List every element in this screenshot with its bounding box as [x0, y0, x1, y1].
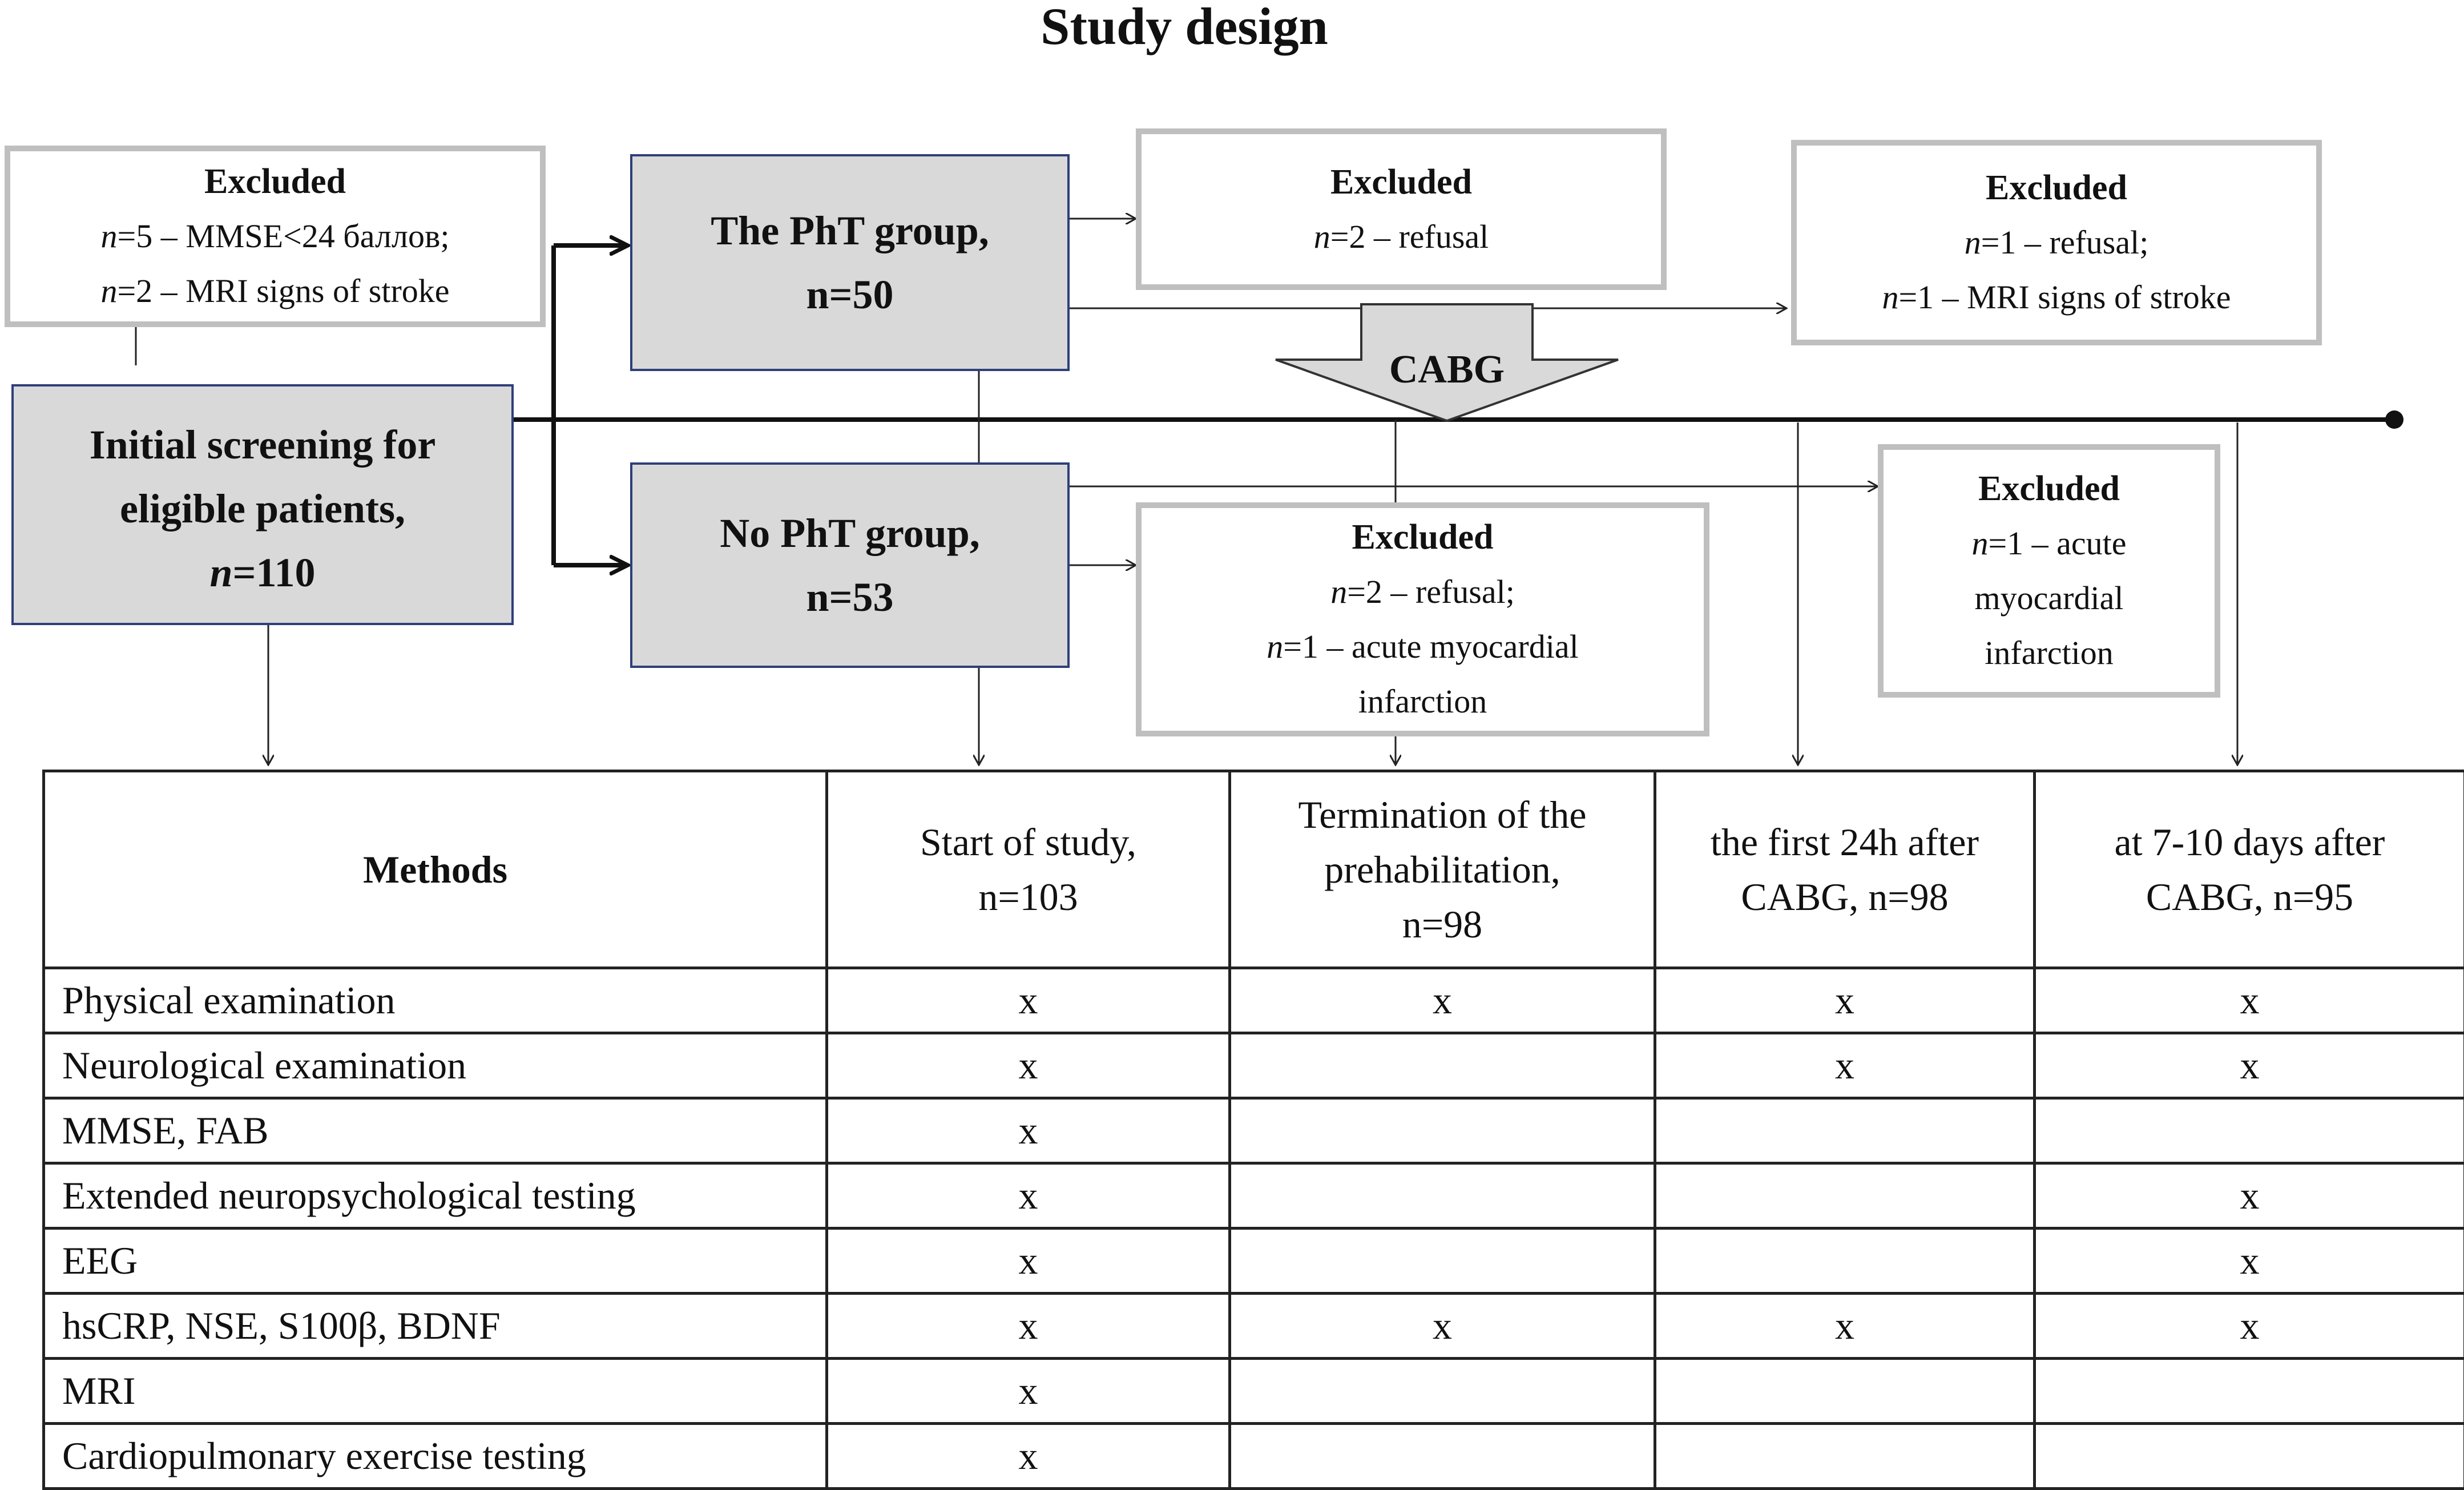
mark-cell	[2035, 1359, 2464, 1424]
excluded-screening-box: Excluded n=5 – MMSE<24 баллов; n=2 – MRI…	[5, 146, 546, 327]
table-row: MRI x	[44, 1359, 2464, 1424]
mark-cell: x	[827, 968, 1230, 1033]
table-row: Cardiopulmonary exercise testing x	[44, 1424, 2464, 1489]
timeline-end-dot	[2385, 410, 2403, 429]
mark-cell: x	[1655, 1294, 2035, 1359]
method-label: MRI	[44, 1359, 827, 1424]
mark-cell: x	[827, 1294, 1230, 1359]
mark-cell: x	[2035, 968, 2464, 1033]
cabg-label: CABG	[1273, 347, 1621, 393]
mark-cell: x	[827, 1424, 1230, 1489]
table-row: Neurological examination x x x	[44, 1033, 2464, 1098]
mark-cell: x	[827, 1163, 1230, 1229]
mark-cell: x	[1655, 1033, 2035, 1098]
mark-cell	[1655, 1163, 2035, 1229]
mark-cell	[1655, 1098, 2035, 1163]
method-label: Physical examination	[44, 968, 827, 1033]
mark-cell: x	[2035, 1294, 2464, 1359]
excluded-pht-post-line: n=1 – refusal;	[1965, 215, 2149, 270]
table-row: hsCRP, NSE, S100β, BDNF x x x x	[44, 1294, 2464, 1359]
excluded-pht-box: Excluded n=2 – refusal	[1136, 128, 1667, 290]
excluded-nopht-line: n=2 – refusal;	[1330, 565, 1515, 619]
mark-cell: x	[1230, 968, 1655, 1033]
method-label: Extended neuropsychological testing	[44, 1163, 827, 1229]
cabg-arrow: CABG	[1273, 303, 1621, 422]
initial-screening-box: Initial screening for eligible patients,…	[11, 384, 514, 625]
table-header-row: Methods Start of study,n=103 Termination…	[44, 771, 2464, 968]
nopht-group-count: n=53	[806, 565, 893, 629]
excluded-screening-line: n=5 – MMSE<24 баллов;	[101, 209, 450, 264]
mark-cell: x	[2035, 1163, 2464, 1229]
mark-cell	[1230, 1229, 1655, 1294]
excluded-nopht-line: infarction	[1358, 674, 1487, 729]
mark-cell: x	[2035, 1229, 2464, 1294]
mark-cell	[1655, 1229, 2035, 1294]
table-row: MMSE, FAB x	[44, 1098, 2464, 1163]
excluded-nopht-box: Excluded n=2 – refusal; n=1 – acute myoc…	[1136, 502, 1709, 736]
mark-cell	[2035, 1424, 2464, 1489]
screening-line2: eligible patients,	[120, 477, 405, 541]
excluded-pht-title: Excluded	[1330, 155, 1472, 210]
mark-cell	[1230, 1033, 1655, 1098]
nopht-group-box: No PhT group, n=53	[630, 462, 1070, 668]
excluded-screening-line: n=2 – MRI signs of stroke	[100, 264, 449, 319]
excluded-nopht-title: Excluded	[1352, 510, 1493, 565]
pht-group-count: n=50	[806, 263, 893, 327]
excluded-pht-line: n=2 – refusal	[1314, 210, 1489, 264]
nopht-group-name: No PhT group,	[720, 501, 979, 565]
excluded-nopht-post-box: Excluded n=1 – acute myocardial infarcti…	[1878, 444, 2220, 698]
mark-cell: x	[827, 1033, 1230, 1098]
mark-cell	[1230, 1424, 1655, 1489]
excluded-nopht-post-line: myocardial	[1975, 571, 2124, 626]
methods-table: Methods Start of study,n=103 Termination…	[42, 770, 2464, 1490]
mark-cell: x	[1230, 1294, 1655, 1359]
method-label: hsCRP, NSE, S100β, BDNF	[44, 1294, 827, 1359]
mark-cell	[1230, 1359, 1655, 1424]
mark-cell	[1655, 1424, 2035, 1489]
table-row: Physical examination x x x x	[44, 968, 2464, 1033]
table-row: Extended neuropsychological testing x x	[44, 1163, 2464, 1229]
method-label: MMSE, FAB	[44, 1098, 827, 1163]
method-label: EEG	[44, 1229, 827, 1294]
excluded-nopht-line: n=1 – acute myocardial	[1267, 619, 1578, 674]
mark-cell: x	[827, 1229, 1230, 1294]
header-methods: Methods	[44, 771, 827, 968]
method-label: Cardiopulmonary exercise testing	[44, 1424, 827, 1489]
excluded-screening-title: Excluded	[204, 154, 346, 209]
header-start-of-study: Start of study,n=103	[827, 771, 1230, 968]
excluded-nopht-post-title: Excluded	[1978, 461, 2120, 516]
mark-cell: x	[2035, 1033, 2464, 1098]
excluded-pht-post-box: Excluded n=1 – refusal; n=1 – MRI signs …	[1791, 140, 2322, 345]
mark-cell	[2035, 1098, 2464, 1163]
pht-group-box: The PhT group, n=50	[630, 154, 1070, 371]
method-label: Neurological examination	[44, 1033, 827, 1098]
screening-count: n=110	[209, 541, 315, 605]
excluded-nopht-post-line: n=1 – acute	[1971, 516, 2126, 571]
mark-cell	[1230, 1098, 1655, 1163]
table-row: EEG x x	[44, 1229, 2464, 1294]
mark-cell: x	[827, 1098, 1230, 1163]
pht-group-name: The PhT group,	[711, 199, 989, 263]
mark-cell: x	[1655, 968, 2035, 1033]
excluded-nopht-post-line: infarction	[1985, 626, 2113, 680]
excluded-pht-post-title: Excluded	[1986, 160, 2127, 215]
mark-cell	[1230, 1163, 1655, 1229]
screening-line1: Initial screening for	[90, 413, 436, 477]
mark-cell: x	[827, 1359, 1230, 1424]
excluded-pht-post-line: n=1 – MRI signs of stroke	[1882, 270, 2231, 325]
mark-cell	[1655, 1359, 2035, 1424]
